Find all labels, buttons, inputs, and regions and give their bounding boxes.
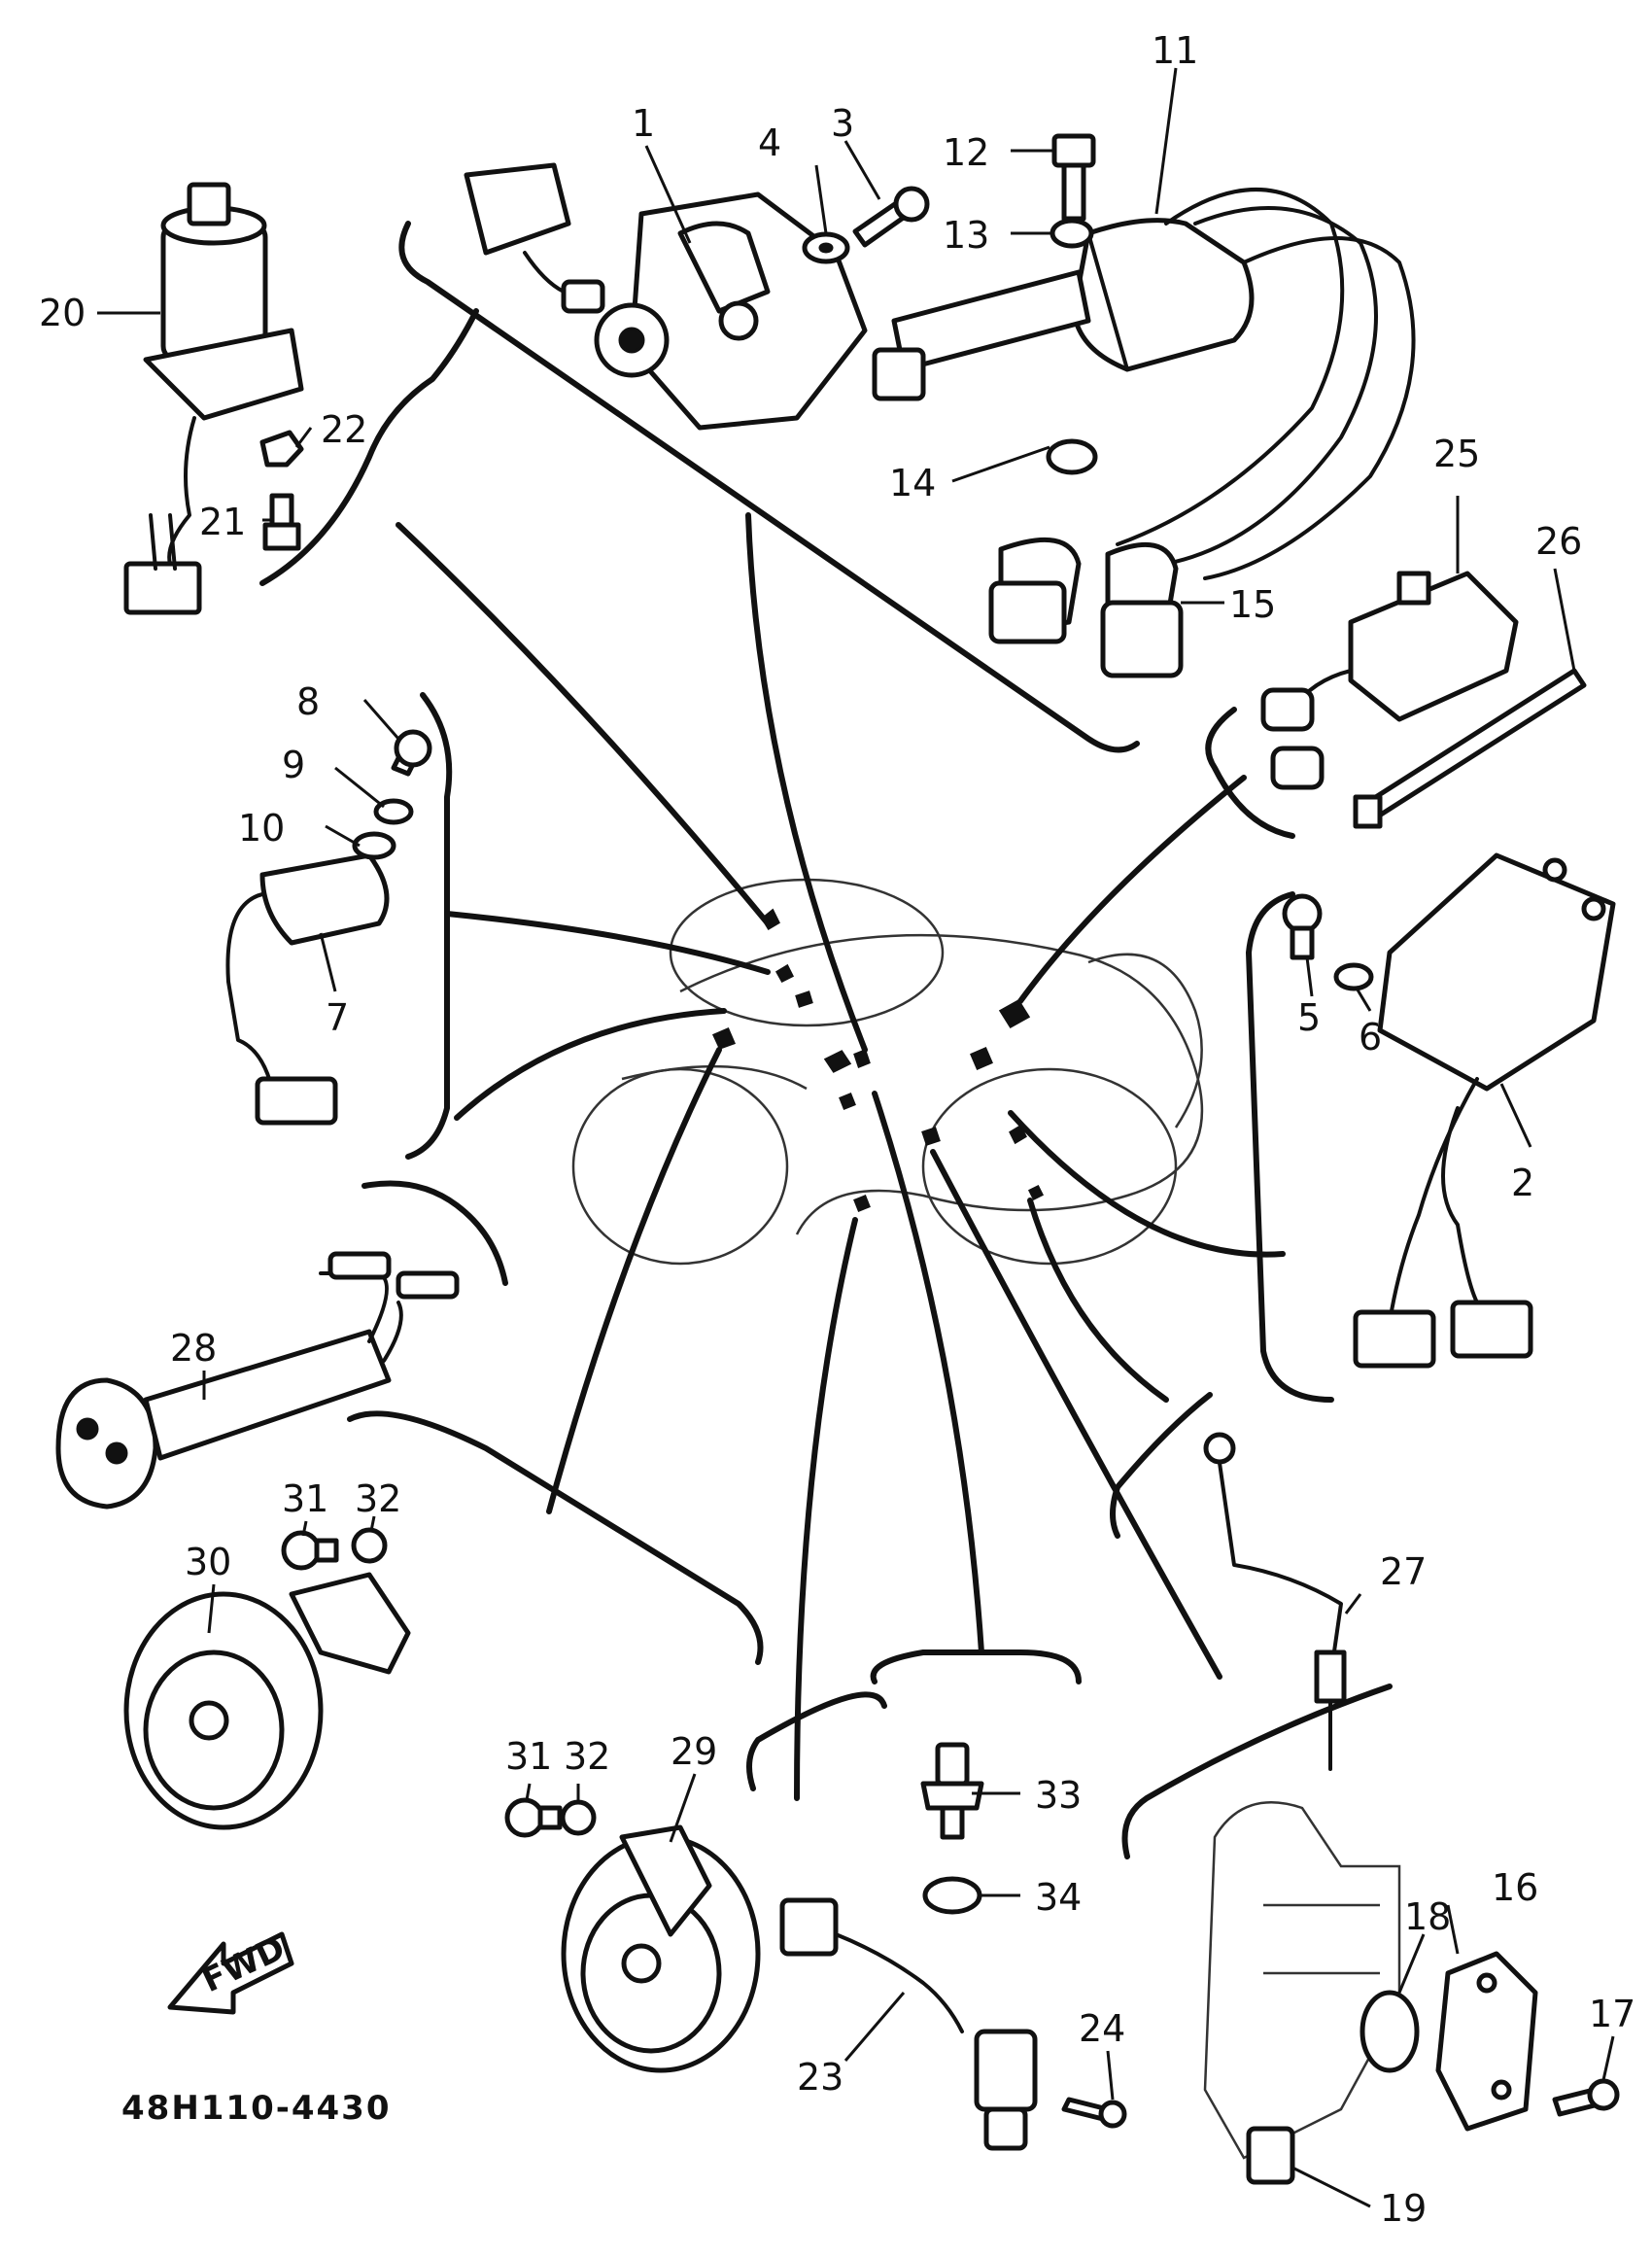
cover-part-16 <box>1435 1951 1538 2132</box>
callout-15: 15 <box>1229 583 1276 626</box>
neutral-switch-part <box>225 852 390 1126</box>
callout-24: 24 <box>1079 2007 1125 2050</box>
callout-7: 7 <box>326 996 349 1039</box>
callout-18: 18 <box>1404 1895 1451 1938</box>
gasket-part-34 <box>922 1876 982 1915</box>
oil-switch-part <box>920 1742 984 1840</box>
nut-part-22 <box>259 430 304 468</box>
callout-31-lower: 31 <box>505 1735 552 1778</box>
washer-part-9 <box>373 798 414 825</box>
screw-part-3 <box>852 186 930 248</box>
callout-28: 28 <box>170 1327 217 1370</box>
gasket-part-18 <box>1359 1990 1420 2073</box>
callout-8: 8 <box>296 680 320 723</box>
speed-sensor-part <box>464 162 868 431</box>
screw-part-17 <box>1552 2078 1620 2117</box>
callout-27: 27 <box>1380 1550 1427 1593</box>
bolt-part-12 <box>1051 133 1096 222</box>
callout-32-lower: 32 <box>564 1735 610 1778</box>
washer-part-6 <box>1333 962 1374 991</box>
bolt-part-5 <box>1282 893 1323 960</box>
callout-34: 34 <box>1035 1876 1082 1919</box>
mount-markers <box>711 908 1045 1212</box>
thermo-sensor-part <box>1203 1432 1347 1771</box>
bulb-part-31a <box>281 1530 339 1571</box>
callout-labels: 1 2 3 4 5 6 7 8 9 10 11 12 13 14 15 16 1… <box>39 29 1635 2230</box>
callout-5: 5 <box>1297 996 1321 1039</box>
cdi-unit-part <box>1353 852 1616 1369</box>
callout-22: 22 <box>321 408 367 451</box>
callout-10: 10 <box>238 807 285 850</box>
plug-cap-part-15 <box>1100 541 1184 678</box>
callout-20: 20 <box>39 292 86 334</box>
washer-part-13 <box>1050 218 1094 249</box>
crankcase-outline <box>1203 1801 1401 2160</box>
callout-1: 1 <box>632 102 655 145</box>
ignition-coil-part <box>872 188 1416 644</box>
part-code: 48H110-4430 <box>121 2089 391 2128</box>
callout-3: 3 <box>831 102 854 145</box>
callout-26: 26 <box>1535 520 1582 563</box>
engine-outline <box>571 878 1204 1266</box>
oring-part-10 <box>352 831 396 860</box>
callout-25: 25 <box>1433 433 1480 475</box>
nut-part-14 <box>1046 438 1098 475</box>
callout-4: 4 <box>758 122 781 164</box>
callout-30: 30 <box>185 1541 231 1583</box>
bulb-part-31b <box>504 1797 563 1838</box>
callout-14: 14 <box>889 462 936 504</box>
callout-32-upper: 32 <box>355 1477 401 1520</box>
callout-33: 33 <box>1035 1774 1082 1817</box>
screw-part-8 <box>391 729 432 777</box>
callout-2: 2 <box>1511 1162 1534 1204</box>
pickup-coil-part <box>55 1251 460 1510</box>
main-switch-part <box>123 182 304 615</box>
socket-part-32b <box>560 1799 597 1836</box>
callout-9: 9 <box>282 744 305 786</box>
bolt-part-21 <box>262 493 301 551</box>
cable-band-part <box>1353 668 1587 829</box>
callout-11: 11 <box>1152 29 1198 72</box>
callout-6: 6 <box>1359 1016 1382 1059</box>
group-brackets <box>259 221 1393 1859</box>
socket-part-32a <box>351 1527 388 1564</box>
sensor-lead-part-23 <box>779 1897 1038 2151</box>
callout-31-upper: 31 <box>282 1477 328 1520</box>
callout-12: 12 <box>943 131 989 174</box>
callout-17: 17 <box>1589 1993 1635 2035</box>
callout-13: 13 <box>943 214 989 257</box>
horn-part-30 <box>123 1572 411 1830</box>
washer-part-4 <box>802 231 850 264</box>
leader-lines <box>97 67 1615 2208</box>
callout-16: 16 <box>1492 1866 1538 1909</box>
callout-23: 23 <box>797 2056 843 2099</box>
callout-19: 19 <box>1380 2187 1427 2230</box>
pointer-arrows <box>396 512 1286 1801</box>
screw-part-24 <box>1061 2097 1127 2129</box>
fwd-arrow-icon: FWD <box>167 1928 294 2015</box>
callout-29: 29 <box>671 1730 717 1773</box>
horn-part-29 <box>561 1824 761 2073</box>
callout-21: 21 <box>199 501 246 543</box>
relay-part <box>1260 571 1519 790</box>
clamp-part-19 <box>1246 2126 1295 2185</box>
